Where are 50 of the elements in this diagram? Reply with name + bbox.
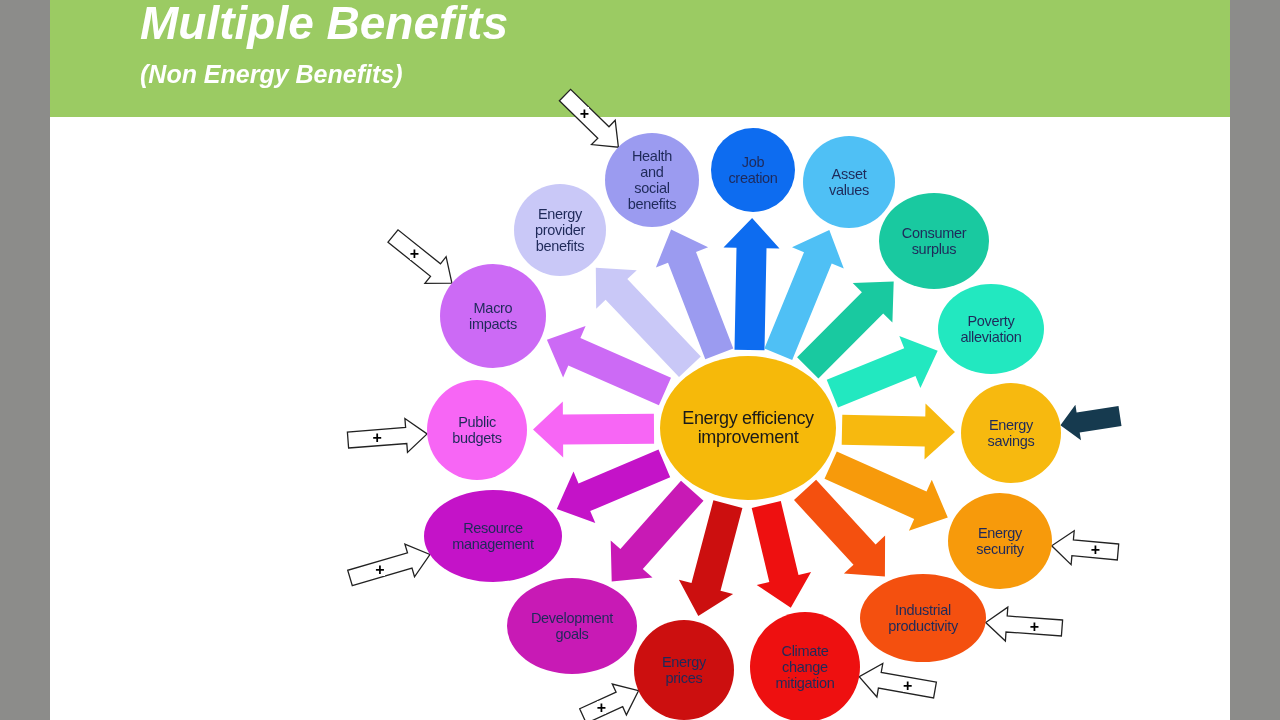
block-arrow <box>595 267 701 378</box>
block-arrow <box>797 281 894 379</box>
outlined-arrow <box>558 88 620 148</box>
outlined-arrow <box>346 417 429 454</box>
node-label: Health and social benefits <box>626 148 678 212</box>
node-label: Energy provider benefits <box>534 206 586 254</box>
slide-title: Multiple Benefits <box>140 0 509 50</box>
outlined-arrow <box>578 683 640 720</box>
outlined-arrow <box>387 228 453 284</box>
edge-label: + <box>596 701 607 715</box>
node-label: Industrial productivity <box>887 602 959 634</box>
node-label: Energy savings <box>986 417 1036 449</box>
block-arrow <box>826 336 938 408</box>
block-arrow <box>764 230 844 360</box>
outlined-arrow <box>858 662 938 699</box>
block-arrow <box>1060 404 1122 441</box>
node-label: Development goals <box>529 610 615 642</box>
block-arrow <box>655 229 734 360</box>
node-label: Climate change mitigation <box>774 643 836 691</box>
block-arrow <box>546 326 671 406</box>
edge-label: + <box>579 107 589 121</box>
block-arrow <box>610 480 704 582</box>
node-label: Macro impacts <box>468 300 518 332</box>
block-arrow <box>841 403 955 460</box>
node-label: Energy prices <box>660 654 708 686</box>
block-arrow <box>824 451 948 531</box>
edge-label: + <box>409 246 420 260</box>
edge-label: + <box>1090 543 1101 557</box>
block-arrow <box>678 500 743 616</box>
node-label: Public budgets <box>451 414 503 446</box>
node-label: Resource management <box>451 520 535 552</box>
block-arrow <box>556 449 671 524</box>
slide-subtitle: (Non Energy Benefits) <box>140 60 403 89</box>
outlined-arrow <box>984 605 1064 643</box>
node-label: Energy security <box>975 525 1025 557</box>
outlined-arrow <box>1050 529 1120 567</box>
edge-label: + <box>902 678 913 692</box>
block-arrow <box>794 479 886 577</box>
node-label: Consumer surplus <box>900 225 968 257</box>
block-arrow <box>723 218 780 351</box>
node-label: Asset values <box>827 166 871 198</box>
edge-label: + <box>372 431 382 445</box>
node-label: Energy efficiency improvement <box>681 409 815 447</box>
block-arrow <box>533 401 655 458</box>
node-label: Job creation <box>727 154 779 186</box>
edge-label: + <box>1029 619 1040 633</box>
edge-label: + <box>375 562 385 576</box>
block-arrow <box>751 501 812 608</box>
outlined-arrow <box>346 543 431 587</box>
node-label: Poverty alleviation <box>959 313 1023 345</box>
